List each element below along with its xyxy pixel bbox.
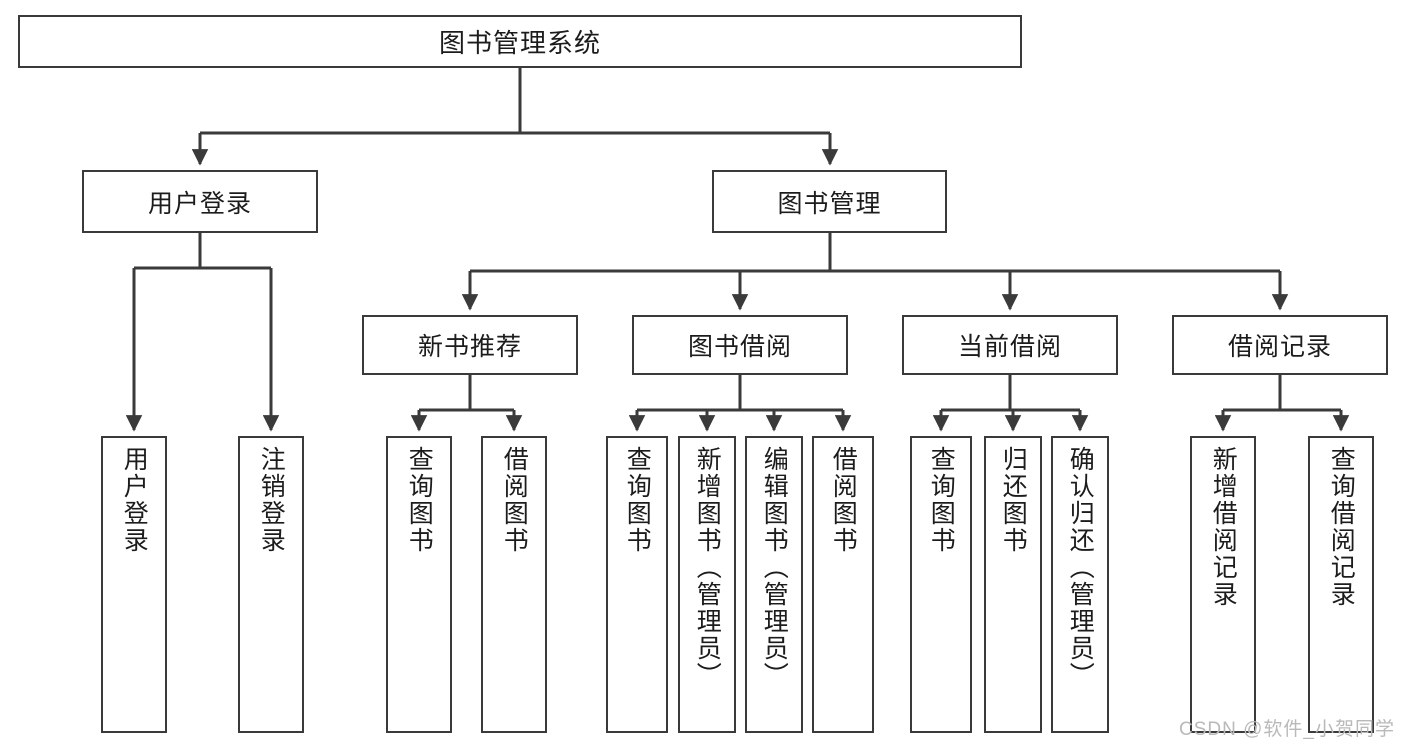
node-new-book-recommend[interactable]: 新书推荐	[362, 315, 578, 375]
node-user-login[interactable]: 用户登录	[82, 170, 318, 233]
node-leaf-query-books-3-label: 查询图书	[927, 446, 956, 554]
node-leaf-query-borrow-record-label: 查询借阅记录	[1327, 446, 1356, 608]
node-leaf-query-books-2[interactable]: 查询图书	[606, 436, 668, 733]
node-new-book-recommend-label: 新书推荐	[417, 333, 522, 361]
node-leaf-query-borrow-record[interactable]: 查询借阅记录	[1308, 436, 1374, 733]
node-leaf-edit-book-admin[interactable]: 编辑图书（管理员）	[745, 436, 803, 733]
node-leaf-query-books-2-label: 查询图书	[623, 446, 652, 554]
node-leaf-add-book-admin-label: 新增图书（管理员）	[693, 446, 722, 689]
csdn-watermark: CSDN @软件_小贺同学	[1179, 719, 1395, 740]
node-current-borrow[interactable]: 当前借阅	[902, 315, 1118, 375]
node-leaf-query-books-1-label: 查询图书	[405, 446, 434, 554]
node-leaf-borrow-books-1[interactable]: 借阅图书	[481, 436, 547, 733]
node-root-system[interactable]: 图书管理系统	[18, 15, 1022, 68]
node-book-manage[interactable]: 图书管理	[712, 170, 947, 233]
node-leaf-logout-login-label: 注销登录	[257, 446, 286, 554]
node-current-borrow-label: 当前借阅	[957, 333, 1062, 361]
node-borrow-record-label: 借阅记录	[1227, 333, 1332, 361]
node-leaf-return-books-label: 归还图书	[999, 446, 1028, 554]
node-borrow-record[interactable]: 借阅记录	[1172, 315, 1388, 375]
node-leaf-query-books-1[interactable]: 查询图书	[386, 436, 452, 733]
node-leaf-add-borrow-record[interactable]: 新增借阅记录	[1190, 436, 1256, 733]
node-book-manage-label: 图书管理	[777, 189, 882, 218]
node-leaf-return-books[interactable]: 归还图书	[984, 436, 1042, 733]
node-leaf-borrow-books-2-label: 借阅图书	[829, 446, 858, 554]
node-leaf-add-borrow-record-label: 新增借阅记录	[1209, 446, 1238, 608]
node-leaf-borrow-books-1-label: 借阅图书	[500, 446, 529, 554]
node-leaf-add-book-admin[interactable]: 新增图书（管理员）	[678, 436, 736, 733]
node-leaf-user-login-label: 用户登录	[120, 446, 149, 554]
node-leaf-borrow-books-2[interactable]: 借阅图书	[812, 436, 874, 733]
node-leaf-query-books-3[interactable]: 查询图书	[910, 436, 972, 733]
node-leaf-confirm-return-admin[interactable]: 确认归还（管理员）	[1051, 436, 1109, 733]
node-leaf-edit-book-admin-label: 编辑图书（管理员）	[760, 446, 789, 689]
node-book-borrow[interactable]: 图书借阅	[632, 315, 848, 375]
node-root-system-label: 图书管理系统	[438, 28, 601, 58]
node-leaf-user-login[interactable]: 用户登录	[101, 436, 167, 733]
node-leaf-logout-login[interactable]: 注销登录	[238, 436, 304, 733]
node-leaf-confirm-return-admin-label: 确认归还（管理员）	[1066, 446, 1095, 689]
node-book-borrow-label: 图书借阅	[687, 333, 792, 361]
node-user-login-label: 用户登录	[147, 189, 252, 218]
